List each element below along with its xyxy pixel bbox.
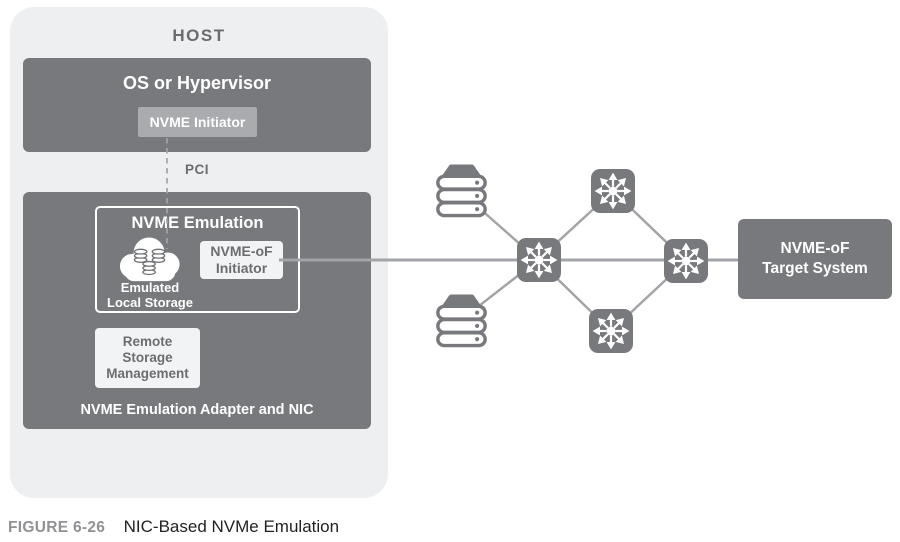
os-hypervisor-box: OS or Hypervisor NVME Initiator	[23, 58, 371, 152]
host-panel: HOST OS or Hypervisor NVME Initiator PCI…	[10, 7, 388, 498]
nvme-of-initiator-line2: Initiator	[215, 260, 268, 276]
host-title: HOST	[172, 26, 226, 45]
fabric-links	[460, 190, 687, 332]
nvme-emulation-box: NVME Emulation Emulated Local Storage NV…	[95, 206, 300, 313]
figure-number-label: FIGURE 6-26	[8, 519, 106, 536]
network-switch-icon	[664, 239, 708, 283]
target-system-line1: NVME-oF	[780, 239, 850, 257]
pci-label: PCI	[185, 162, 210, 177]
nvme-emulation-title: NVME Emulation	[131, 214, 264, 232]
nvme-initiator-box: NVME Initiator	[138, 107, 257, 137]
nvme-of-target-system-box: NVME-oF Target System	[738, 219, 892, 299]
emulated-label-line1: Emulated	[120, 280, 180, 295]
emulated-local-storage-label: Emulated Local Storage	[93, 280, 207, 311]
remote-mgmt-line1: Remote	[122, 333, 173, 349]
adapter-and-nic-label: NVME Emulation Adapter and NIC	[80, 402, 314, 418]
remote-mgmt-line3: Management	[106, 366, 189, 382]
storage-array-icon	[435, 162, 488, 219]
figure-title: NIC-Based NVMe Emulation	[123, 517, 340, 536]
network-switch-icon	[517, 238, 561, 282]
network-switch-icon	[589, 309, 633, 353]
network-switch-icon	[591, 169, 635, 213]
cloud-storage-icon	[116, 237, 184, 284]
target-system-line2: Target System	[762, 260, 868, 277]
nvme-of-initiator-line1: NVME-oF	[210, 242, 273, 259]
remote-mgmt-line2: Storage	[122, 349, 173, 365]
figure-caption: FIGURE 6-26 NIC-Based NVMe Emulation	[8, 517, 339, 537]
remote-storage-management-box: Remote Storage Management	[95, 328, 200, 388]
nvme-emulation-adapter-box: NVME Emulation Emulated Local Storage NV…	[23, 192, 371, 429]
emulated-label-line2: Local Storage	[107, 294, 193, 310]
os-hypervisor-title: OS or Hypervisor	[122, 73, 272, 93]
nvme-of-initiator-box: NVME-oF Initiator	[200, 241, 283, 279]
storage-array-icon	[435, 292, 488, 349]
